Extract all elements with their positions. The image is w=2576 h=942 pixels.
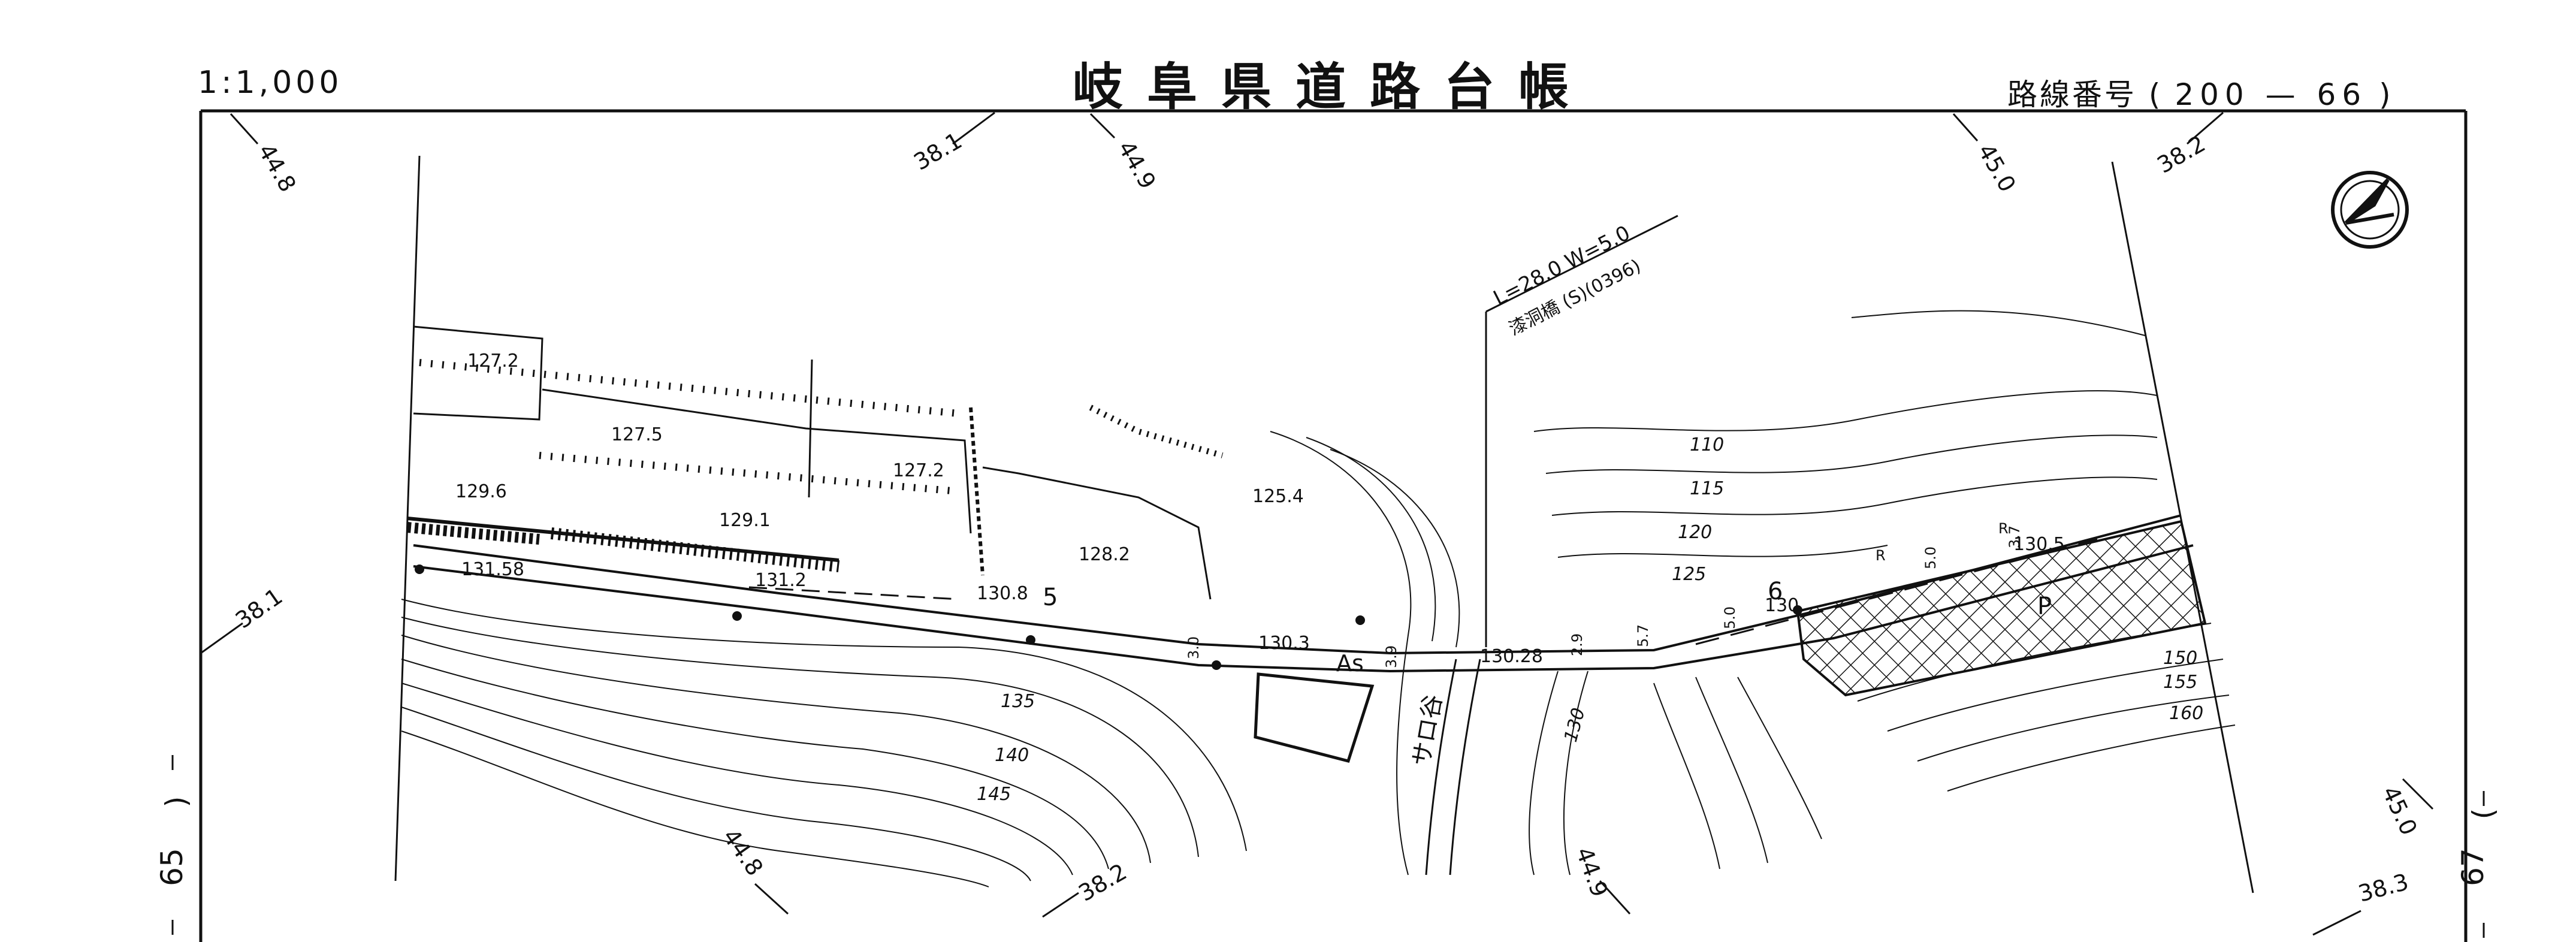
- fields: [413, 325, 1224, 600]
- surface-label: As: [1336, 650, 1364, 677]
- elevation: 129.1: [719, 510, 771, 531]
- grid-ticks: [200, 111, 2434, 936]
- elevation: 131.58: [461, 559, 524, 580]
- contour-value: 140: [995, 745, 1029, 766]
- grid-coord: 44.8: [253, 140, 301, 197]
- reference-points: [415, 564, 1802, 670]
- elevation: 130: [1765, 595, 1799, 616]
- grid-coord: 44.9: [1113, 137, 1161, 194]
- elevation: 131.2: [755, 570, 807, 591]
- elevation: 130.3: [1258, 633, 1310, 654]
- road-width: 2.9: [1569, 633, 1586, 656]
- contour-value: 130: [1560, 706, 1590, 744]
- contour-value: 150: [2163, 648, 2197, 669]
- map-scale: 1:1,000: [198, 65, 343, 101]
- road-width: 3.0: [1185, 636, 1202, 659]
- river: サロ谷: [1408, 659, 1481, 875]
- building: [1254, 672, 1375, 763]
- road-width: 5.0: [1722, 606, 1738, 629]
- r-mark: R: [1998, 520, 2009, 537]
- contour-lines: [401, 310, 2236, 887]
- elevation: 127.2: [893, 460, 944, 481]
- elevation: 129.6: [455, 481, 507, 502]
- road-width: 5.0: [1922, 547, 1939, 569]
- sheet-frame: [199, 109, 2468, 942]
- elevation: 130.28: [1480, 646, 1543, 667]
- elevation: 130.8: [977, 583, 1028, 604]
- road-width-labels: 3.0 3.9 2.9 5.7 5.0 5.0 3.7: [1185, 526, 2023, 668]
- grid-coordinates: 44.8 38.1 44.9 45.0 38.2 38.1 44.8 38.2 …: [231, 127, 2423, 907]
- elevation: 130.5: [2013, 534, 2065, 555]
- contour-value: 160: [2169, 703, 2203, 724]
- elevation: 127.5: [611, 424, 663, 445]
- r-mark: R: [1876, 547, 1886, 564]
- elevation: 128.2: [1079, 544, 1130, 565]
- parking-area: P: [1796, 520, 2207, 697]
- elevation: 125.4: [1252, 486, 1304, 507]
- road-width: 3.9: [1383, 645, 1400, 668]
- grid-coord: 38.1: [910, 127, 967, 175]
- contour-value: 155: [2163, 672, 2197, 693]
- contour-labels: 110 115 120 125 130 135 140 145 150 155 …: [977, 434, 2203, 805]
- contour-value: 120: [1678, 522, 1712, 543]
- elevation: 127.2: [467, 351, 519, 372]
- grid-coord: 38.2: [2153, 130, 2210, 178]
- north-arrow-icon: [2331, 171, 2409, 249]
- grid-coord: 38.3: [2355, 868, 2411, 907]
- contour-value: 145: [977, 784, 1011, 805]
- contour-value: 125: [1672, 564, 1706, 585]
- parking-label: P: [2037, 593, 2052, 620]
- grid-coord: 38.2: [1074, 858, 1131, 906]
- contour-value: 135: [1001, 691, 1035, 712]
- contour-value: 110: [1690, 434, 1724, 455]
- route-number: 路線番号 ( 200 — 66 ): [2007, 77, 2393, 112]
- route-label: 路線番号: [2007, 77, 2137, 112]
- route-number-value: 200 — 66: [2175, 77, 2367, 112]
- road-width: 3.7: [2006, 526, 2023, 548]
- grid-coord: 45.0: [1973, 140, 2021, 197]
- road-labels: As 5 6 R R: [1043, 520, 2009, 677]
- elevation-labels: 127.2 127.5 127.2 129.6 129.1 128.2 125.…: [455, 351, 2065, 667]
- map-title: 岐阜県道路台帳: [1073, 58, 1593, 116]
- station-label: 6: [1768, 578, 1783, 605]
- contour-value: 115: [1690, 478, 1724, 499]
- river-label: サロ谷: [1408, 693, 1448, 768]
- grid-coord: 44.9: [1571, 844, 1613, 901]
- road-width: 5.7: [1635, 624, 1651, 647]
- station-label: 5: [1043, 584, 1058, 611]
- bridge-annotation: L=28.0 W=5.0 漆洞橋 (S)(0396): [1485, 215, 1678, 647]
- grid-coord: 44.8: [718, 824, 769, 881]
